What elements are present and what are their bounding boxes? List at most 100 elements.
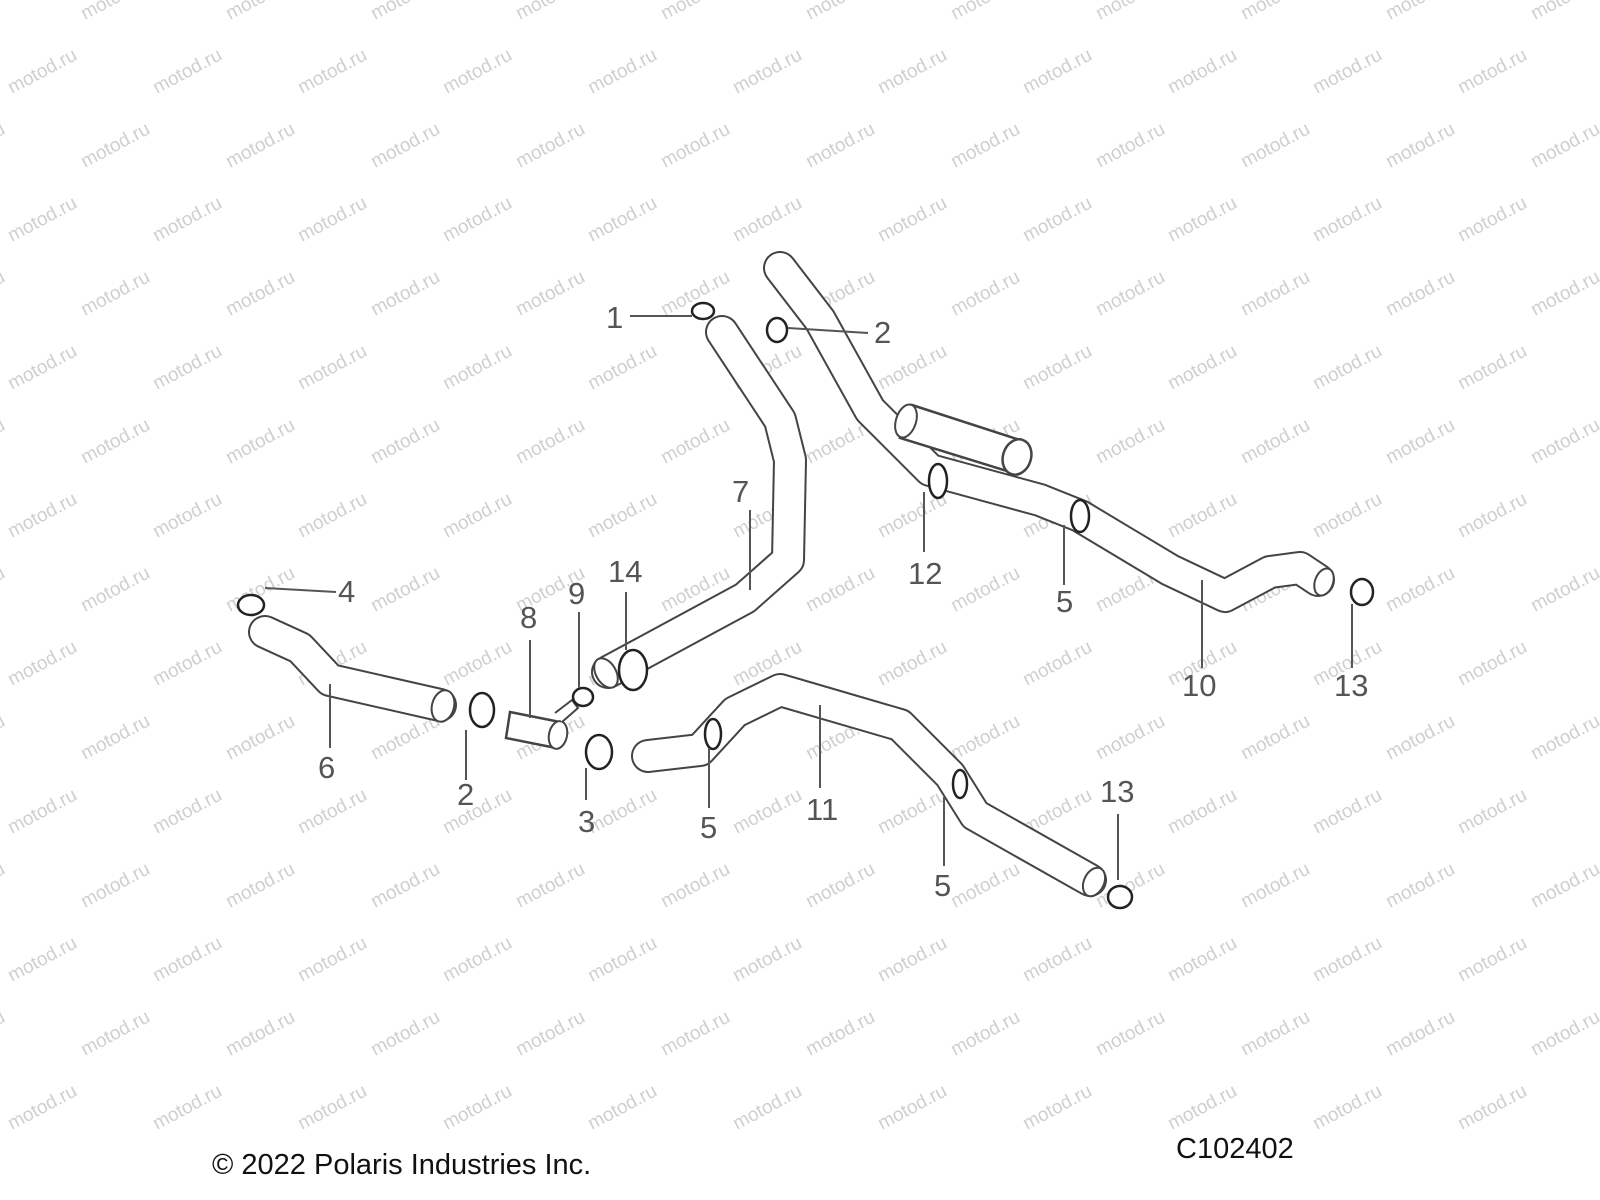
clamp-5-upper bbox=[1069, 498, 1091, 534]
callout-3: 3 bbox=[578, 804, 595, 839]
watermark-text: motod.ru bbox=[1309, 193, 1385, 247]
watermark-text: motod.ru bbox=[512, 0, 588, 24]
watermark-text: motod.ru bbox=[947, 859, 1023, 913]
watermark-text: motod.ru bbox=[4, 489, 80, 543]
watermark-text: motod.ru bbox=[439, 341, 515, 395]
watermark-text: motod.ru bbox=[0, 859, 9, 913]
watermark-text: motod.ru bbox=[4, 785, 80, 839]
watermark-text: motod.ru bbox=[222, 415, 298, 469]
fitting-8 bbox=[504, 698, 580, 750]
watermark-text: motod.ru bbox=[294, 489, 370, 543]
clamps bbox=[236, 301, 1375, 910]
hose-7 bbox=[591, 315, 807, 689]
watermark-text: motod.ru bbox=[512, 859, 588, 913]
watermark-text: motod.ru bbox=[294, 933, 370, 987]
watermark-text: motod.ru bbox=[294, 1081, 370, 1135]
watermark-text: motod.ru bbox=[439, 933, 515, 987]
callout-2-top: 2 bbox=[874, 315, 891, 350]
watermark-text: motod.ru bbox=[1382, 1007, 1458, 1061]
watermark-text: motod.ru bbox=[1309, 45, 1385, 99]
watermark-text: motod.ru bbox=[657, 1007, 733, 1061]
watermark-text: motod.ru bbox=[1164, 45, 1240, 99]
watermark-text: motod.ru bbox=[1309, 341, 1385, 395]
watermark-text: motod.ru bbox=[874, 637, 950, 691]
clamp-3 bbox=[584, 733, 614, 771]
watermark-text: motod.ru bbox=[149, 193, 225, 247]
watermark-text: motod.ru bbox=[439, 193, 515, 247]
watermark-text: motod.ru bbox=[149, 933, 225, 987]
watermark-text: motod.ru bbox=[1092, 1007, 1168, 1061]
watermark-text: motod.ru bbox=[0, 1007, 9, 1061]
watermark-text: motod.ru bbox=[439, 489, 515, 543]
callout-labels: 1 2 4 7 8 9 14 12 5 10 13 6 2 3 5 11 5 1… bbox=[318, 300, 1368, 903]
watermark-text: motod.ru bbox=[802, 1007, 878, 1061]
watermark-text: motod.ru bbox=[584, 193, 660, 247]
callout-5-upper: 5 bbox=[1056, 584, 1073, 619]
watermark-text: motod.ru bbox=[1237, 711, 1313, 765]
diagram-code: C102402 bbox=[1176, 1133, 1294, 1165]
watermark-text: motod.ru bbox=[1454, 1081, 1530, 1135]
watermark-text: motod.ru bbox=[1309, 933, 1385, 987]
callout-10: 10 bbox=[1182, 668, 1216, 703]
watermark-text: motod.ru bbox=[77, 0, 153, 24]
watermark-text: motod.ru bbox=[1527, 563, 1600, 617]
watermark-text: motod.ru bbox=[1092, 267, 1168, 321]
watermark-text: motod.ru bbox=[0, 0, 9, 24]
watermark-text: motod.ru bbox=[0, 267, 9, 321]
watermark-text: motod.ru bbox=[77, 415, 153, 469]
watermark-text: motod.ru bbox=[1237, 267, 1313, 321]
clamp-12 bbox=[927, 462, 949, 500]
clamp-13-upper bbox=[1349, 577, 1375, 607]
watermark-text: motod.ru bbox=[367, 563, 443, 617]
watermark-text: motod.ru bbox=[222, 119, 298, 173]
watermark-text: motod.ru bbox=[4, 637, 80, 691]
watermark-text: motod.ru bbox=[657, 119, 733, 173]
watermark-text: motod.ru bbox=[4, 933, 80, 987]
watermark-text: motod.ru bbox=[1527, 119, 1600, 173]
watermark-text: motod.ru bbox=[222, 0, 298, 24]
callout-5-lower: 5 bbox=[934, 868, 951, 903]
watermark-text: motod.ru bbox=[1019, 341, 1095, 395]
watermark-text: motod.ru bbox=[1019, 637, 1095, 691]
callout-14: 14 bbox=[608, 554, 642, 589]
clamp-4 bbox=[236, 593, 266, 617]
watermark-text: motod.ru bbox=[367, 119, 443, 173]
watermark-text: motod.ru bbox=[512, 415, 588, 469]
watermark-text: motod.ru bbox=[1527, 415, 1600, 469]
callout-8: 8 bbox=[520, 600, 537, 635]
callout-11: 11 bbox=[806, 792, 838, 827]
callout-9: 9 bbox=[568, 576, 585, 611]
callout-2-bottom: 2 bbox=[457, 777, 474, 812]
watermark-text: motod.ru bbox=[1309, 785, 1385, 839]
watermark-text: motod.ru bbox=[1164, 933, 1240, 987]
watermark-text: motod.ru bbox=[1164, 193, 1240, 247]
watermark-text: motod.ru bbox=[1527, 0, 1600, 24]
watermark-text: motod.ru bbox=[77, 711, 153, 765]
watermark-text: motod.ru bbox=[0, 119, 9, 173]
watermark-text: motod.ru bbox=[657, 859, 733, 913]
watermark-text: motod.ru bbox=[1382, 0, 1458, 24]
hose-6 bbox=[248, 615, 457, 723]
watermark-text: motod.ru bbox=[367, 267, 443, 321]
watermark-text: motod.ru bbox=[1382, 119, 1458, 173]
watermark-text: motod.ru bbox=[874, 193, 950, 247]
watermark-text: motod.ru bbox=[149, 489, 225, 543]
watermark-text: motod.ru bbox=[1454, 637, 1530, 691]
watermark-text: motod.ru bbox=[0, 563, 9, 617]
watermark-text: motod.ru bbox=[1454, 193, 1530, 247]
watermark-text: motod.ru bbox=[4, 45, 80, 99]
watermark-text: motod.ru bbox=[729, 45, 805, 99]
watermark-text: motod.ru bbox=[77, 563, 153, 617]
watermark-text: motod.ru bbox=[657, 0, 733, 24]
watermark-text: motod.ru bbox=[294, 193, 370, 247]
watermark-text: motod.ru bbox=[77, 859, 153, 913]
callout-4: 4 bbox=[338, 574, 355, 609]
watermark-text: motod.ru bbox=[294, 45, 370, 99]
watermark-text: motod.ru bbox=[1382, 267, 1458, 321]
watermark-text: motod.ru bbox=[1527, 859, 1600, 913]
watermark-text: motod.ru bbox=[1164, 341, 1240, 395]
watermark-text: motod.ru bbox=[1454, 45, 1530, 99]
watermark-text: motod.ru bbox=[1382, 859, 1458, 913]
watermark-text: motod.ru bbox=[1092, 415, 1168, 469]
